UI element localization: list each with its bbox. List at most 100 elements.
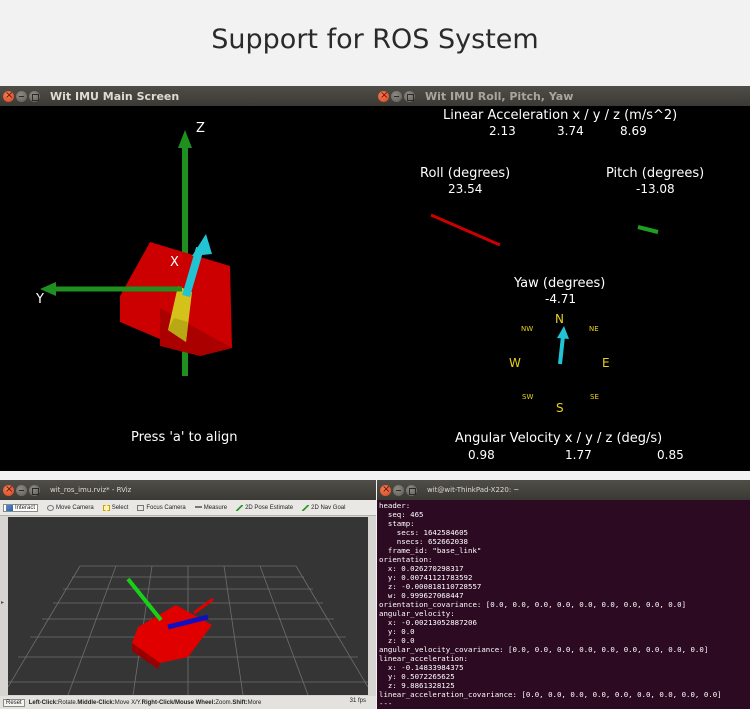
terminal-line: secs: 1642584605: [379, 528, 468, 537]
minimize-icon[interactable]: [16, 484, 27, 496]
gyro-x: 0.98: [468, 448, 495, 462]
rviz-grid-scene[interactable]: [7, 517, 369, 696]
interact-label: Interact: [15, 504, 36, 511]
maximize-icon[interactable]: [404, 90, 415, 102]
y-axis-arrowhead: [40, 282, 56, 296]
yaw-label: Yaw (degrees): [514, 276, 606, 291]
terminal-line: w: 0.999627068447: [379, 591, 464, 600]
imu-box-side-shade: [168, 318, 188, 342]
terminal-line: nsecs: 652662038: [379, 537, 468, 546]
compass-se: SE: [590, 393, 599, 401]
z-axis-arrowhead: [178, 130, 192, 148]
close-icon[interactable]: [3, 90, 14, 102]
reset-button[interactable]: Reset: [3, 698, 25, 707]
middle-click-desc: Move X/Y.: [114, 699, 142, 706]
roll-indicator: [430, 213, 501, 247]
window-title: Wit IMU Roll, Pitch, Yaw: [425, 89, 574, 103]
move-camera-icon: [47, 504, 55, 511]
compass-n: N: [555, 312, 564, 326]
pose-estimate-label: 2D Pose Estimate: [245, 504, 294, 511]
rviz-3d-viewport[interactable]: [7, 517, 369, 696]
select-tool-button[interactable]: Select: [102, 504, 129, 511]
middle-click-key: Middle-Click:: [77, 699, 115, 706]
accel-y: 3.74: [557, 124, 584, 138]
main-screen-window: Wit IMU Main Screen Z X Y Press 'a' to a…: [0, 86, 375, 471]
minimize-icon[interactable]: [393, 484, 404, 496]
compass-nw: NW: [521, 325, 534, 333]
z-axis-label: Z: [196, 121, 205, 136]
minimize-icon[interactable]: [391, 90, 402, 102]
roll-label: Roll (degrees): [420, 166, 511, 181]
terminal-line: x: -0.00213052887206: [379, 618, 477, 627]
imu-3d-scene[interactable]: [0, 86, 375, 471]
terminal-line: x: 0.026270298317: [379, 564, 464, 573]
window-title: wit_ros_imu.rviz* - RViz: [50, 486, 132, 494]
select-icon: [102, 504, 110, 511]
x-axis-label: X: [170, 255, 179, 270]
accel-x: 2.13: [489, 124, 516, 138]
x-axis-line: [182, 246, 204, 298]
pose-arrow-icon: [236, 504, 244, 511]
fps-counter: 31 fps: [349, 698, 366, 704]
terminal-output[interactable]: header: seq: 465 stamp: secs: 1642584605…: [379, 501, 748, 709]
terminal-line: frame_id: "base_link": [379, 546, 482, 555]
measure-tool-button[interactable]: Measure: [194, 504, 228, 511]
terminal-line: z: 0.0: [379, 636, 415, 645]
yaw-arrow-line: [558, 335, 565, 365]
rviz-window: wit_ros_imu.rviz* - RViz Interact Move C…: [0, 480, 376, 709]
main-screen-titlebar[interactable]: Wit IMU Main Screen: [0, 86, 375, 106]
terminal-line: y: 0.5072265625: [379, 672, 455, 681]
separator: [0, 471, 750, 480]
panel-collapse-handle[interactable]: [0, 517, 8, 695]
compass-s: S: [556, 401, 564, 415]
shift-key: Shift:: [232, 699, 248, 706]
cursor-icon: [6, 504, 13, 511]
focus-camera-tool-button[interactable]: Focus Camera: [137, 504, 186, 511]
nav-goal-label: 2D Nav Goal: [311, 504, 346, 511]
pitch-label: Pitch (degrees): [606, 166, 705, 181]
rviz-titlebar[interactable]: wit_ros_imu.rviz* - RViz: [0, 480, 376, 500]
z-axis-model: [126, 577, 163, 622]
nav-goal-tool-button[interactable]: 2D Nav Goal: [302, 504, 346, 511]
interact-tool-button[interactable]: Interact: [3, 503, 39, 512]
maximize-icon[interactable]: [29, 90, 40, 102]
maximize-icon[interactable]: [406, 484, 417, 496]
pitch-value: -13.08: [636, 182, 675, 196]
rpy-titlebar[interactable]: Wit IMU Roll, Pitch, Yaw: [375, 86, 750, 106]
measure-label: Measure: [203, 504, 228, 511]
terminal-line: linear_acceleration_covariance: [0.0, 0.…: [379, 690, 722, 699]
terminal-window: wit@wit-ThinkPad-X220: ~ header: seq: 46…: [377, 480, 750, 709]
terminal-titlebar[interactable]: wit@wit-ThinkPad-X220: ~: [377, 480, 750, 500]
close-icon[interactable]: [380, 484, 391, 496]
select-label: Select: [111, 504, 129, 511]
terminal-line: orientation_covariance: [0.0, 0.0, 0.0, …: [379, 600, 687, 609]
gyro-label: Angular Velocity x / y / z (deg/s): [455, 431, 663, 446]
align-hint: Press 'a' to align: [131, 430, 238, 445]
x-axis-model: [193, 597, 214, 615]
left-click-desc: Rotate.: [58, 699, 78, 706]
compass-e: E: [602, 356, 610, 370]
compass-sw: SW: [522, 393, 534, 401]
focus-camera-label: Focus Camera: [146, 504, 186, 511]
right-click-desc: Zoom.: [215, 699, 233, 706]
accel-z: 8.69: [620, 124, 647, 138]
focus-camera-icon: [137, 504, 145, 511]
terminal-line: z: 9.8861328125: [379, 681, 455, 690]
banner-title: Support for ROS System: [211, 23, 539, 55]
maximize-icon[interactable]: [29, 484, 40, 496]
minimize-icon[interactable]: [16, 90, 27, 102]
left-click-key: Left-Click:: [28, 699, 59, 706]
rpy-window: Wit IMU Roll, Pitch, Yaw Linear Accelera…: [375, 86, 750, 471]
close-icon[interactable]: [378, 90, 389, 102]
window-title: Wit IMU Main Screen: [50, 89, 180, 103]
window-title: wit@wit-ThinkPad-X220: ~: [427, 486, 520, 494]
move-camera-tool-button[interactable]: Move Camera: [47, 504, 94, 511]
compass-ne: NE: [589, 325, 599, 333]
terminal-line: orientation:: [379, 555, 433, 564]
nav-goal-arrow-icon: [302, 504, 310, 511]
pose-estimate-tool-button[interactable]: 2D Pose Estimate: [236, 504, 294, 511]
right-click-key: Right-Click/Mouse Wheel:: [141, 699, 216, 706]
close-icon[interactable]: [3, 484, 14, 496]
y-axis-label: Y: [36, 292, 44, 307]
terminal-line: angular_velocity:: [379, 609, 455, 618]
